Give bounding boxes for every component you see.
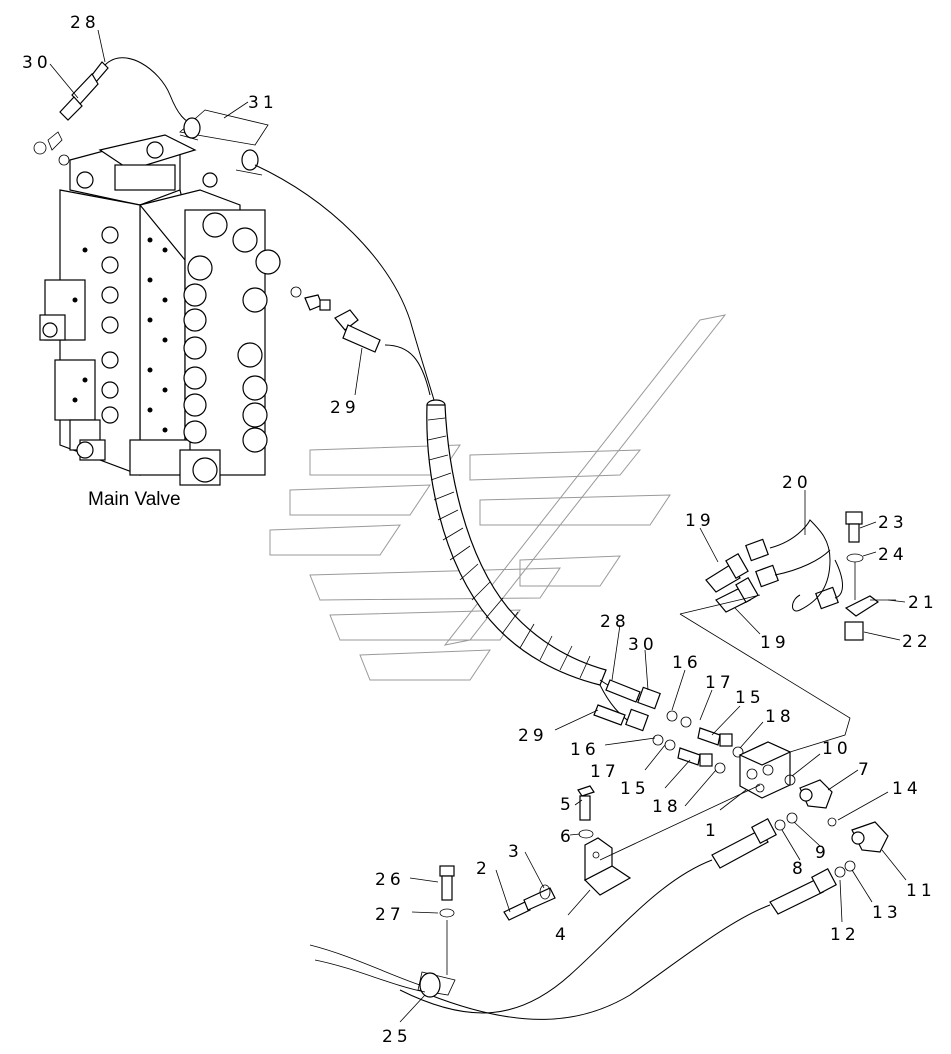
- label-30-top: 30: [22, 53, 52, 73]
- label-7: 7: [858, 760, 873, 780]
- label-4: 4: [555, 925, 570, 945]
- label-30-lower: 30: [628, 635, 658, 655]
- label-31: 31: [248, 93, 278, 113]
- label-21: 21: [908, 593, 938, 613]
- label-14: 14: [892, 779, 922, 799]
- label-28-top: 28: [70, 13, 100, 33]
- bracket-4-and-bolts: [503, 785, 632, 921]
- long-hose-route: [254, 164, 435, 401]
- label-28-lower: 28: [600, 612, 630, 632]
- label-22: 22: [902, 632, 932, 652]
- valve-fitting-and-hose-29: [290, 286, 381, 353]
- label-24: 24: [878, 545, 908, 565]
- label-20: 20: [782, 473, 812, 493]
- label-17-lower: 17: [590, 762, 620, 782]
- valve-block-1: [738, 741, 796, 799]
- clamp-31: [179, 109, 269, 176]
- label-15-upper: 15: [735, 688, 765, 708]
- label-23: 23: [878, 513, 908, 533]
- label-12: 12: [830, 925, 860, 945]
- label-18-lower: 18: [652, 797, 682, 817]
- label-10: 10: [822, 739, 852, 759]
- label-17-upper: 17: [705, 673, 735, 693]
- label-29-top: 29: [330, 398, 360, 418]
- valve-face-holes: [72, 237, 168, 433]
- label-26: 26: [375, 870, 405, 890]
- bolt-23-bracket-21-nut-22: [844, 511, 896, 641]
- label-16-upper: 16: [672, 653, 702, 673]
- label-11: 11: [906, 881, 936, 901]
- label-9: 9: [815, 843, 830, 863]
- main-valve-assembly: [39, 134, 281, 486]
- label-5: 5: [560, 795, 575, 815]
- leader-lines: [49, 29, 907, 1023]
- part-labels: 28 30 31 29 20 19 19 23 24 21 22 28 30 1…: [22, 13, 938, 1047]
- valve-ports: [42, 141, 281, 483]
- label-18-upper: 18: [765, 707, 795, 727]
- upper-hose-28-fitting-30: [33, 57, 196, 166]
- fittings-15-18: [677, 727, 744, 774]
- spiral-protector: [426, 399, 607, 686]
- label-6: 6: [560, 827, 575, 847]
- hose-ends-8-12: [399, 812, 856, 1020]
- label-16-lower: 16: [570, 740, 600, 760]
- main-valve-caption: Main Valve: [88, 489, 181, 510]
- pressure-switches-19-harness-20: [705, 519, 843, 613]
- label-3: 3: [508, 842, 523, 862]
- label-2: 2: [476, 859, 491, 879]
- clamp-25-bolt-26: [309, 865, 456, 998]
- assembly-frame-lines: [599, 594, 851, 861]
- label-19-upper: 19: [685, 511, 715, 531]
- elbow-fittings-7-11: [799, 779, 889, 853]
- label-1: 1: [705, 821, 720, 841]
- label-19-lower: 19: [760, 633, 790, 653]
- label-29-lower: 29: [518, 726, 548, 746]
- label-13: 13: [872, 903, 902, 923]
- label-27: 27: [375, 905, 405, 925]
- label-8: 8: [792, 859, 807, 879]
- label-15-lower: 15: [620, 779, 650, 799]
- label-25: 25: [382, 1027, 412, 1047]
- lower-hose-ends: [593, 679, 692, 751]
